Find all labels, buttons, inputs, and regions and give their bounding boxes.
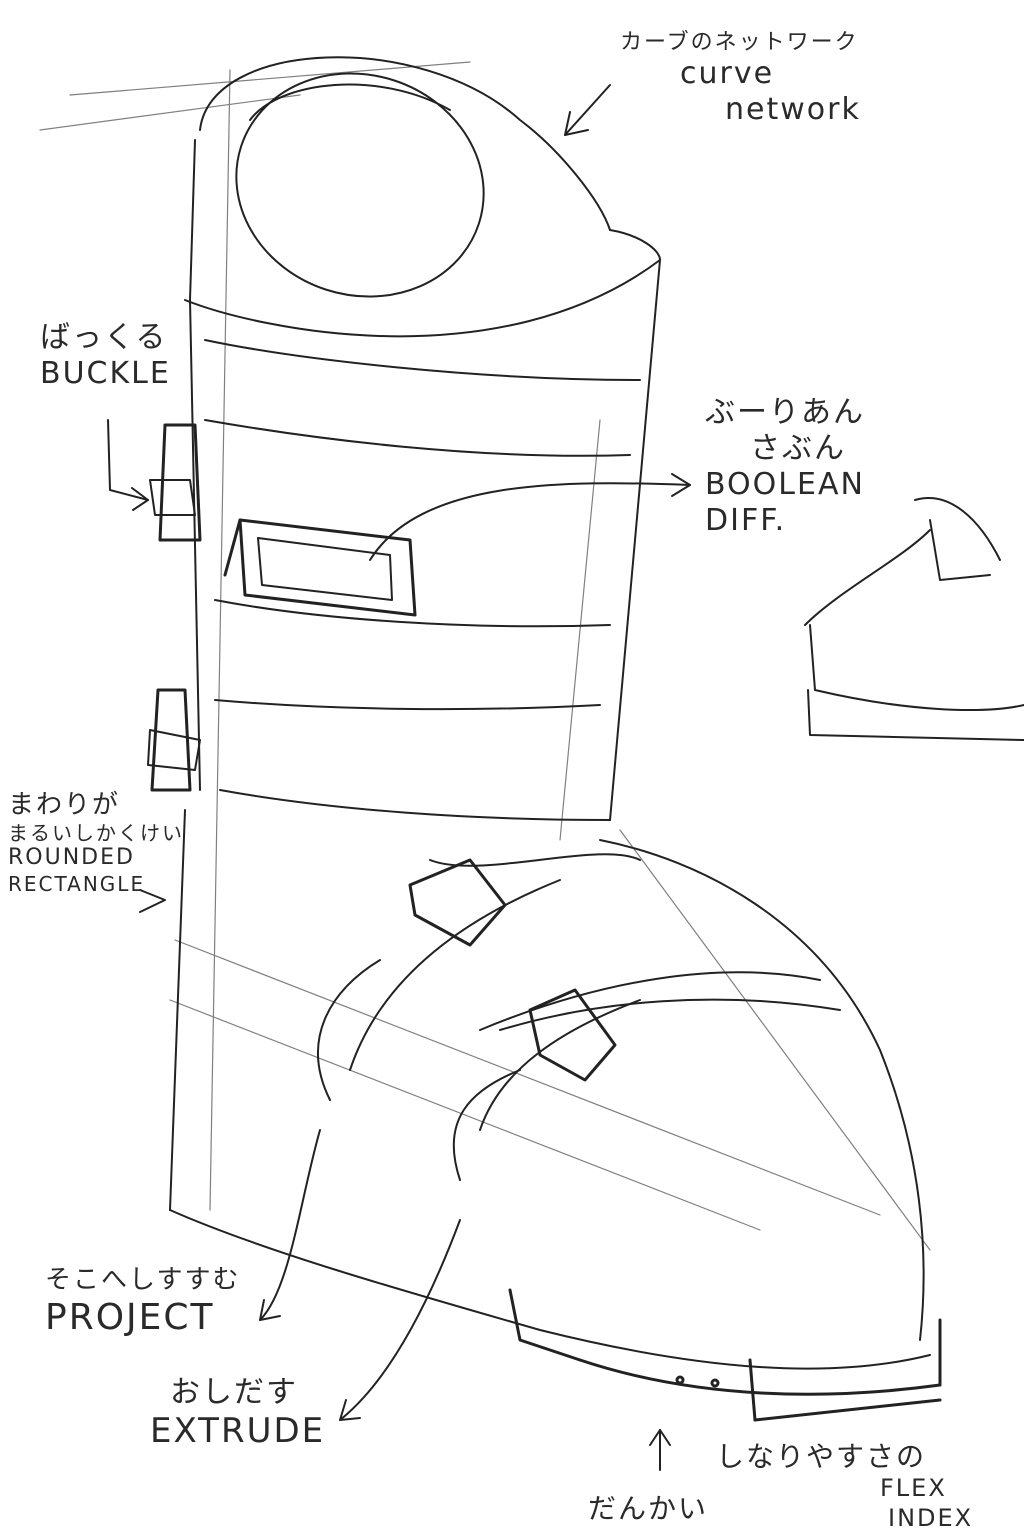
note-flex-index-en-1: FLEX	[880, 1474, 947, 1502]
note-boolean-diff-en-2: DIFF.	[705, 503, 787, 538]
arrow-curve-network	[564, 84, 611, 136]
annotation-arrows	[107, 84, 691, 1471]
note-flex-index-en-2: INDEX	[888, 1504, 974, 1532]
note-extrude-en: EXTRUDE	[150, 1411, 326, 1451]
detail-sketch	[804, 497, 1024, 741]
note-rounded-rectangle-ja-2: まるいしかくけい	[8, 821, 184, 846]
note-flex-index-ja-2: だんかい	[588, 1492, 709, 1525]
arrow-extrude	[339, 1219, 461, 1421]
boot-shell	[169, 809, 931, 1370]
note-flex-index-ja-1: しなりやすさの	[716, 1440, 927, 1473]
note-extrude-ja: おしだす	[170, 1375, 298, 1410]
boot-cuff	[184, 56, 661, 821]
note-project: そこへしすすむ PROJECT	[45, 1265, 240, 1339]
note-boolean-diff-ja-2: さぶん	[750, 431, 846, 466]
note-rounded-rectangle-en-2: RECTANGLE	[8, 871, 146, 896]
note-boolean-diff-en-1: BOOLEAN	[705, 467, 865, 502]
cuff-buckles	[147, 423, 202, 792]
note-curve-network-en-2: network	[725, 92, 861, 128]
note-project-en: PROJECT	[45, 1297, 215, 1339]
arrow-buckle	[107, 419, 149, 501]
note-buckle-en: BUCKLE	[40, 356, 171, 391]
arrow-boolean-diff	[369, 482, 691, 561]
note-extrude: おしだす EXTRUDE	[150, 1375, 325, 1452]
note-rounded-rectangle: まわりが まるいしかくけい ROUNDED RECTANGLE	[8, 790, 184, 896]
note-curve-network-en-1: curve	[680, 56, 775, 92]
note-project-ja: そこへしすすむ	[45, 1265, 241, 1295]
shell-buckles	[408, 858, 617, 1082]
note-flex-index: しなりやすさの だんかい FLEX INDEX	[588, 1440, 1008, 1536]
arrow-rounded-rectangle	[139, 889, 166, 913]
note-buckle: ばっくる BUCKLE	[40, 320, 171, 392]
note-rounded-rectangle-ja-1: まわりが	[8, 790, 121, 820]
note-buckle-ja: ばっくる	[40, 320, 168, 355]
boot-sole	[508, 1288, 942, 1422]
construction-lines	[39, 61, 931, 1251]
note-curve-network-ja: カーブのネットワーク	[620, 30, 859, 55]
arrow-project	[259, 1129, 321, 1321]
note-rounded-rectangle-en-1: ROUNDED	[8, 845, 135, 871]
note-boolean-diff-ja-1: ぶーりあん	[705, 395, 865, 430]
note-curve-network: カーブのネットワーク curve network	[620, 30, 861, 128]
note-boolean-diff: ぶーりあん さぶん BOOLEAN DIFF.	[705, 395, 865, 539]
buckle-window	[223, 518, 417, 617]
